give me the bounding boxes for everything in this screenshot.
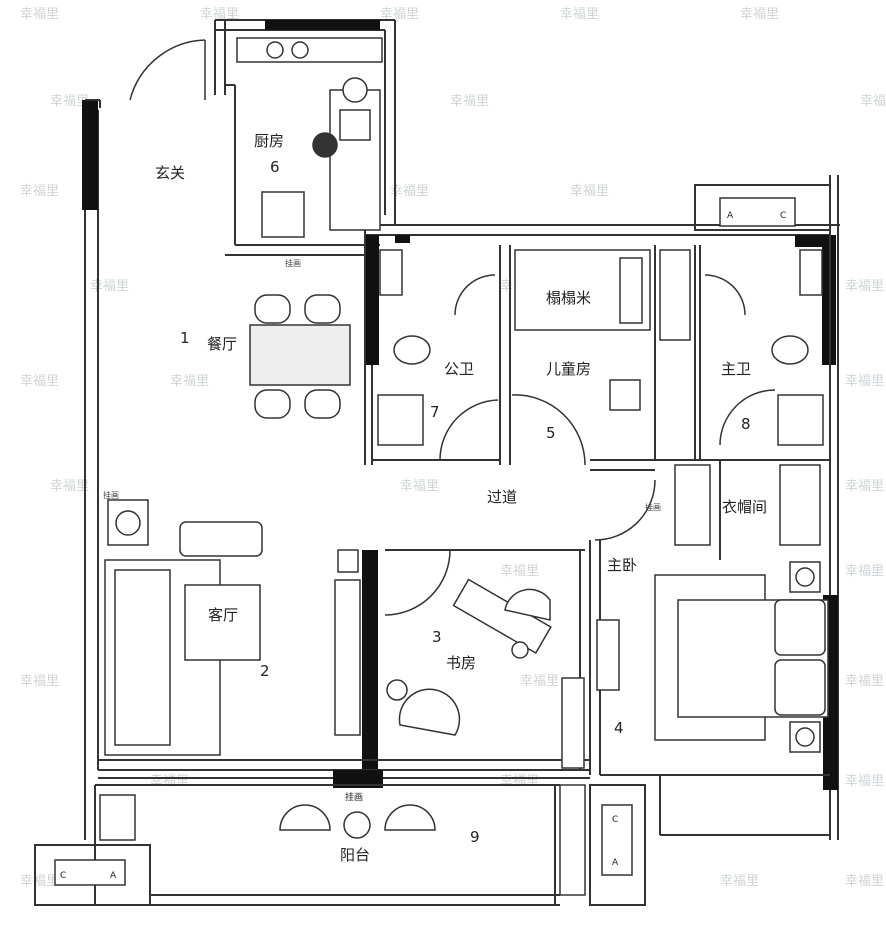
watermark-text-19: 幸福里 <box>845 479 884 494</box>
watermark-text-1: 幸福里 <box>200 7 239 22</box>
number-kitchen: 6 <box>270 158 280 176</box>
watermark-text-25: 幸福里 <box>845 674 884 689</box>
watermark-text-21: 幸福里 <box>500 564 539 579</box>
watermark-text-2: 幸福里 <box>380 7 419 22</box>
ac-units <box>54 197 796 886</box>
tag-hang-painting-kitchen: 挂画 <box>285 258 301 268</box>
watermark-text-8: 幸福里 <box>20 184 59 199</box>
watermark-text-11: 幸福里 <box>90 279 129 294</box>
watermark-text-22: 幸福里 <box>845 564 884 579</box>
watermark-text-14: 幸福里 <box>20 374 59 389</box>
number-kids-room: 5 <box>546 424 556 442</box>
watermark-text-30: 幸福里 <box>720 874 759 889</box>
watermark-text-27: 幸福里 <box>500 774 539 789</box>
ac-label-c-top: C <box>780 211 786 221</box>
number-public-bath: 7 <box>430 403 440 421</box>
ac-label-a-top: A <box>727 211 734 221</box>
watermark-text-28: 幸福里 <box>845 774 884 789</box>
number-master-bed: 4 <box>614 719 624 737</box>
number-master-bath: 8 <box>741 415 751 433</box>
label-foyer: 玄关 <box>155 164 185 182</box>
label-balcony: 阳台 <box>340 846 370 864</box>
watermark-text-23: 幸福里 <box>20 674 59 689</box>
label-kids-room: 儿童房 <box>546 360 591 378</box>
label-master-bath: 主卫 <box>721 360 751 378</box>
label-closet: 衣帽间 <box>722 498 767 516</box>
label-tatami: 榻榻米 <box>546 289 591 307</box>
ac-label-c-left: C <box>60 871 66 881</box>
watermark-text-9: 幸福里 <box>390 184 429 199</box>
label-master-bed: 主卧 <box>607 556 637 574</box>
label-public-bath: 公卫 <box>444 360 474 378</box>
label-living: 客厅 <box>208 606 238 624</box>
watermark-text-29: 幸福里 <box>20 874 59 889</box>
tag-hang-painting-corridor: 挂画 <box>645 502 661 512</box>
label-dining: 餐厅 <box>207 335 237 353</box>
number-study: 3 <box>432 628 442 646</box>
watermark-text-13: 幸福里 <box>845 279 884 294</box>
label-corridor: 过道 <box>487 488 517 506</box>
label-study: 书房 <box>446 654 476 672</box>
watermark-text-15: 幸福里 <box>170 374 209 389</box>
furniture <box>99 37 829 896</box>
walls <box>34 19 840 906</box>
watermark-layer: 幸福里幸福里幸福里幸福里幸福里幸福里幸福里幸福里幸福里幸福里幸福里幸福里幸福里幸… <box>20 7 886 889</box>
watermark-text-17: 幸福里 <box>50 479 89 494</box>
tag-hang-painting-balcony: 挂画 <box>345 791 363 803</box>
watermark-text-4: 幸福里 <box>740 7 779 22</box>
watermark-text-7: 幸福里 <box>860 94 886 109</box>
ac-label-c-right: C <box>612 815 618 825</box>
watermark-text-3: 幸福里 <box>560 7 599 22</box>
tag-hang-painting-living: 挂画 <box>103 490 119 500</box>
ac-label-a-right: A <box>612 858 619 868</box>
number-living: 2 <box>260 662 270 680</box>
watermark-text-10: 幸福里 <box>570 184 609 199</box>
watermark-text-16: 幸福里 <box>845 374 884 389</box>
label-kitchen: 厨房 <box>254 132 284 150</box>
doors <box>129 39 776 616</box>
watermark-text-18: 幸福里 <box>400 479 439 494</box>
watermark-text-31: 幸福里 <box>845 874 884 889</box>
watermark-text-5: 幸福里 <box>50 94 89 109</box>
watermark-text-6: 幸福里 <box>450 94 489 109</box>
watermark-text-26: 幸福里 <box>150 774 189 789</box>
watermark-text-0: 幸福里 <box>20 7 59 22</box>
number-balcony: 9 <box>470 828 480 846</box>
number-dining: 1 <box>180 329 190 347</box>
watermark-text-24: 幸福里 <box>520 674 559 689</box>
ac-label-a-left: A <box>110 871 117 881</box>
